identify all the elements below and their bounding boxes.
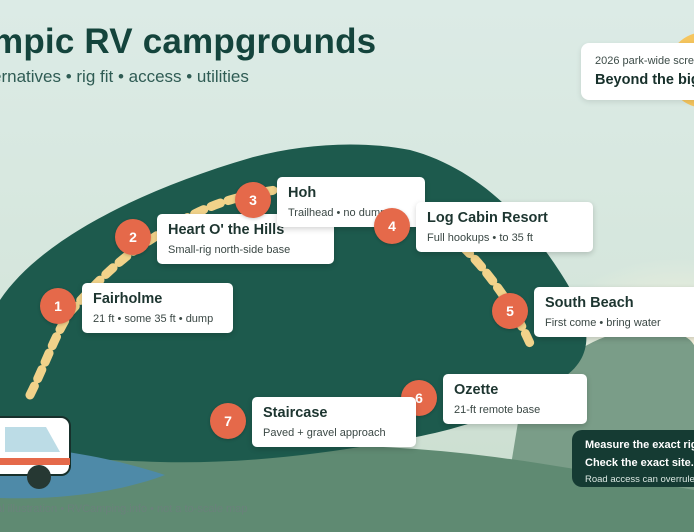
campground-card-ozette: Ozette 21-ft remote base <box>443 374 587 424</box>
campground-name: Staircase <box>263 405 328 421</box>
campground-name: Heart O' the Hills <box>168 222 285 238</box>
footer-credit: al illustration • RVCamping.info • not a… <box>0 503 248 515</box>
campground-card-heart-o-the-hills: Heart O' the Hills Small-rig north-side … <box>157 214 334 264</box>
meadow <box>0 439 694 532</box>
rv-icon <box>0 416 71 489</box>
campground-card-log-cabin-resort: Log Cabin Resort Full hookups • to 35 ft <box>416 202 593 252</box>
screening-badge: 2026 park-wide scree Beyond the big <box>581 43 694 100</box>
campground-detail: 21 ft • some 35 ft • dump <box>93 313 214 325</box>
campground-detail: First come • bring water <box>545 317 661 329</box>
tip-check: Check the exact site. <box>585 457 694 469</box>
campground-detail: Full hookups • to 35 ft <box>427 232 533 244</box>
campground-card-fairholme: Fairholme 21 ft • some 35 ft • dump <box>82 283 233 333</box>
marker-4: 4 <box>374 208 410 244</box>
tip-measure: Measure the exact rig. <box>585 439 694 451</box>
campground-card-south-beach: South Beach First come • bring water <box>534 287 694 337</box>
campground-detail: Paved + gravel approach <box>263 427 386 439</box>
marker-3: 3 <box>235 182 271 218</box>
campground-name: Ozette <box>454 382 499 398</box>
campground-card-staircase: Staircase Paved + gravel approach <box>252 397 416 447</box>
campground-detail: Trailhead • no dump <box>288 207 387 219</box>
marker-7: 7 <box>210 403 246 439</box>
marker-5: 5 <box>492 293 528 329</box>
campground-detail: 21-ft remote base <box>454 404 541 416</box>
tip-road-access: Road access can overrule a <box>585 474 694 485</box>
campground-name: Log Cabin Resort <box>427 210 548 226</box>
campground-name: Hoh <box>288 185 317 201</box>
marker-1: 1 <box>40 288 76 324</box>
badge-caption: 2026 park-wide scree <box>595 55 694 67</box>
page-title: mpic RV campgrounds <box>0 22 377 61</box>
tips-callout: Measure the exact rig. Check the exact s… <box>572 430 694 487</box>
campground-name: South Beach <box>545 295 634 311</box>
badge-headline: Beyond the big <box>595 72 694 88</box>
page-subtitle: ernatives • rig fit • access • utilities <box>0 67 249 86</box>
marker-2: 2 <box>115 219 151 255</box>
campground-detail: Small-rig north-side base <box>168 244 291 256</box>
campground-name: Fairholme <box>93 291 163 307</box>
